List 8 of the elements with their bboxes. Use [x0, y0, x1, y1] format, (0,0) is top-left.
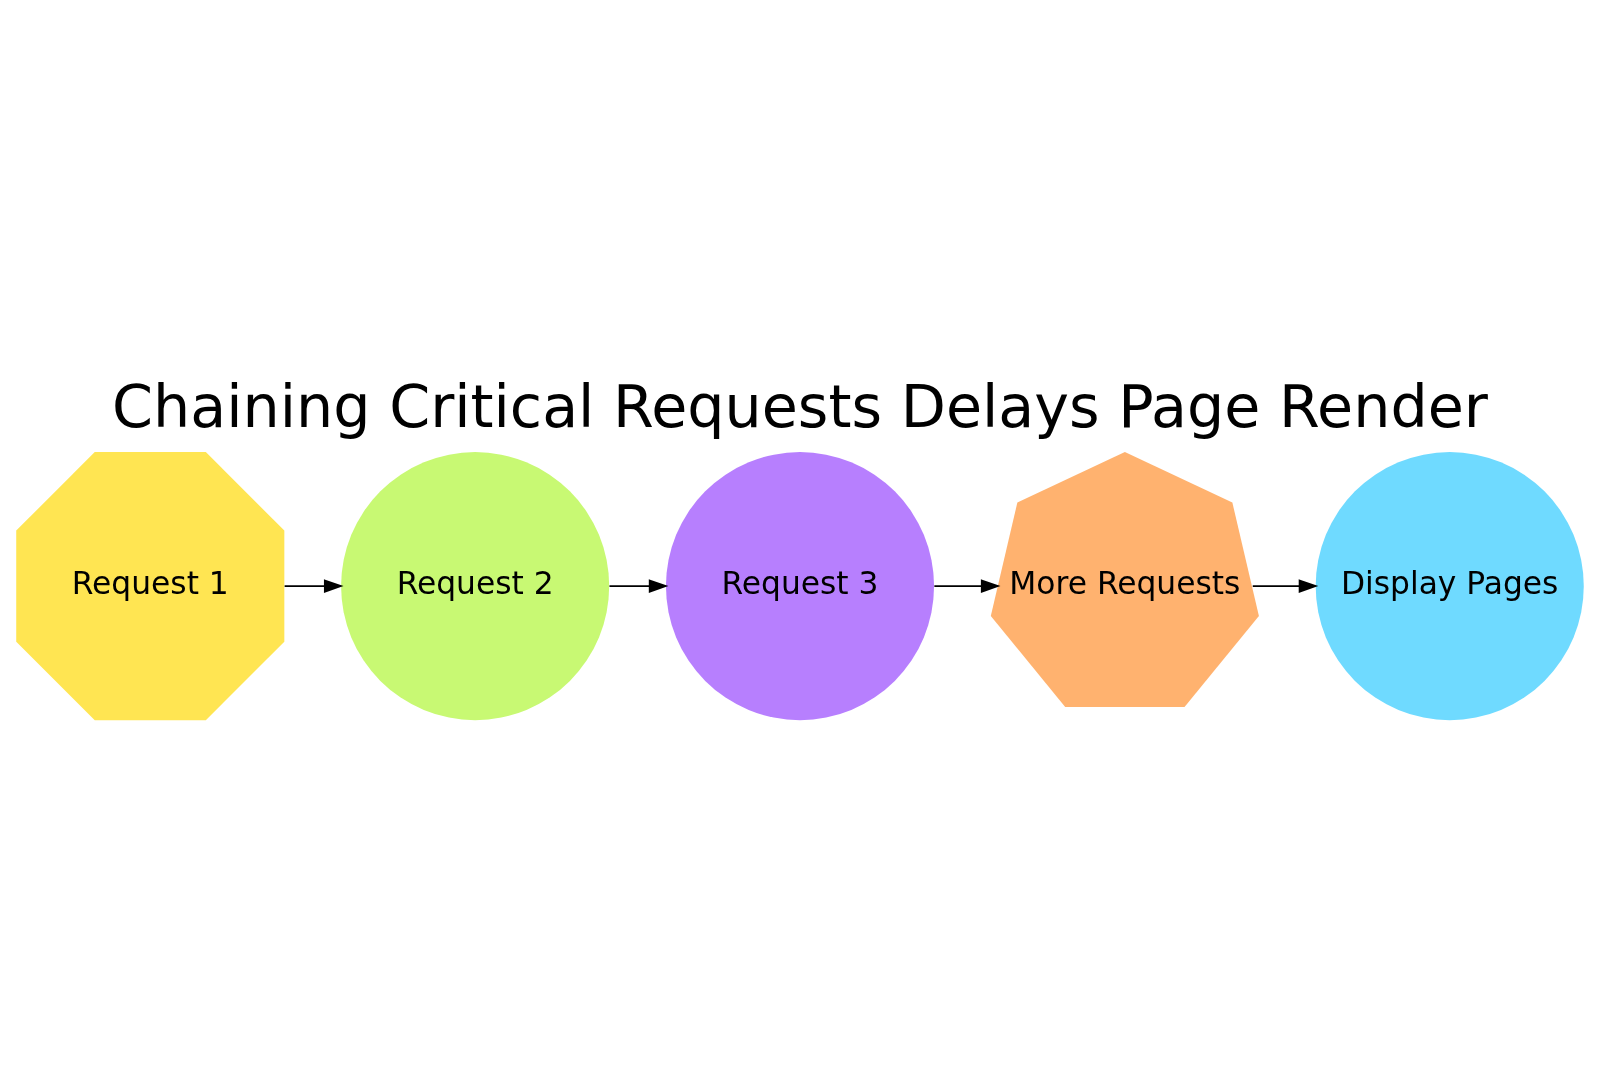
arrow: [608, 578, 669, 593]
node-circle: Request 3: [665, 451, 935, 720]
node-circle: Display Pages: [1315, 451, 1584, 720]
arrow: [283, 578, 344, 593]
node-circle: Request 2: [341, 451, 610, 720]
diagram-title: Chaining Critical Requests Delays Page Render: [112, 372, 1488, 441]
arrow: [1251, 578, 1319, 593]
arrow: [933, 578, 1001, 593]
